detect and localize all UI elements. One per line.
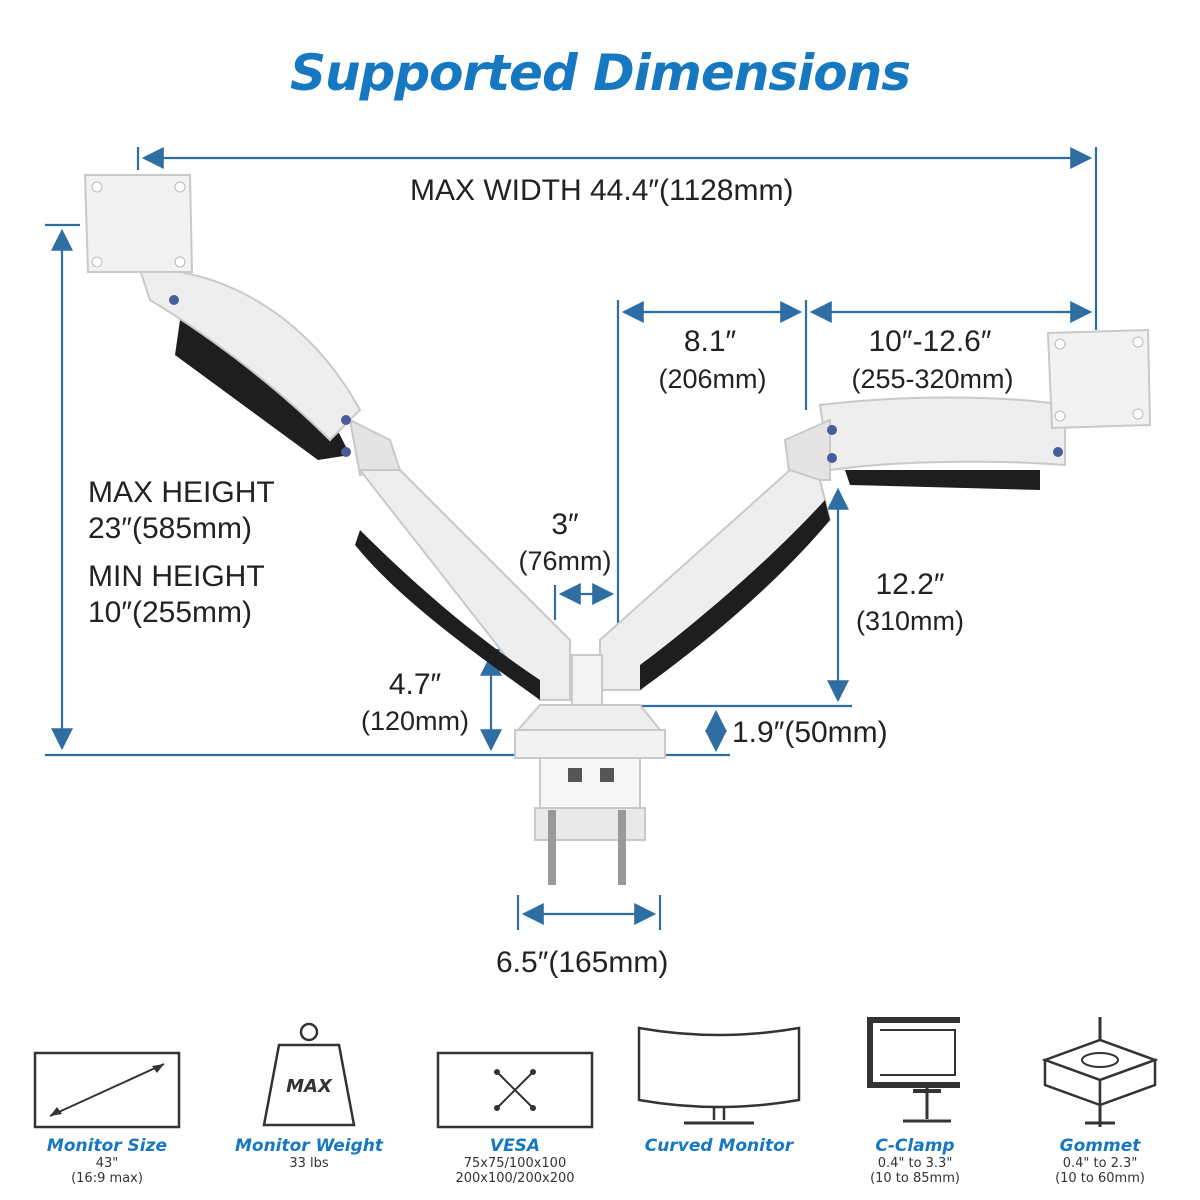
right-vesa-plate — [1046, 328, 1152, 430]
monitor-arm-diagram — [45, 147, 1152, 930]
height-1-9-label: 1.9″(50mm) — [732, 716, 888, 749]
height-4-7-label: 4.7″ — [388, 668, 442, 701]
min-height-value: 10″(255mm) — [88, 596, 253, 629]
max-height-value: 23″(585mm) — [88, 512, 253, 545]
monitor-size-icon — [12, 1010, 202, 1130]
height-12-2-label: 12.2″ — [875, 568, 945, 601]
gap-3-mm-label: (76mm) — [518, 546, 612, 576]
spec-grommet: Gommet 0.4" to 2.3" (10 to 60mm) — [1005, 1010, 1195, 1186]
base-width-label: 6.5″(165mm) — [496, 946, 669, 979]
spec-c-clamp: C-Clamp 0.4" to 3.3" (10 to 85mm) — [820, 1010, 1010, 1186]
max-width-label: MAX WIDTH 44.4″(1128mm) — [410, 174, 794, 207]
dimension-lines — [45, 147, 1098, 930]
arm-length-8-1-mm-label: (206mm) — [658, 364, 767, 394]
arm-length-8-1-label: 8.1″ — [683, 325, 737, 358]
weight-icon-text: MAX — [286, 1076, 333, 1097]
height-12-2-mm-label: (310mm) — [855, 606, 964, 636]
height-4-7-mm-label: (120mm) — [360, 706, 469, 736]
page-title: Supported Dimensions — [289, 44, 911, 102]
grommet-icon — [1005, 1010, 1195, 1130]
vesa-icon — [420, 1010, 610, 1130]
left-arm — [138, 268, 571, 701]
center-pole-base — [514, 654, 666, 885]
c-clamp-icon — [820, 1010, 1010, 1130]
left-vesa-plate — [83, 174, 194, 273]
right-arm — [599, 396, 1066, 691]
max-height-label: MAX HEIGHT — [88, 476, 275, 509]
spec-monitor-weight: MAX Monitor Weight 33 lbs — [214, 1010, 404, 1171]
gap-3-label: 3″ — [551, 508, 579, 541]
spec-curved-monitor: Curved Monitor — [624, 1010, 814, 1156]
min-height-label: MIN HEIGHT — [88, 560, 265, 593]
spec-monitor-size: Monitor Size 43" (16:9 max) — [12, 1010, 202, 1186]
arm-length-10-12-label: 10″-12.6″ — [868, 325, 992, 358]
curved-monitor-icon — [624, 1010, 814, 1130]
spec-vesa: VESA 75x75/100x100 200x100/200x200 — [420, 1010, 610, 1186]
weight-icon: MAX — [214, 1010, 404, 1130]
arm-length-10-12-mm-label: (255-320mm) — [851, 364, 1014, 394]
